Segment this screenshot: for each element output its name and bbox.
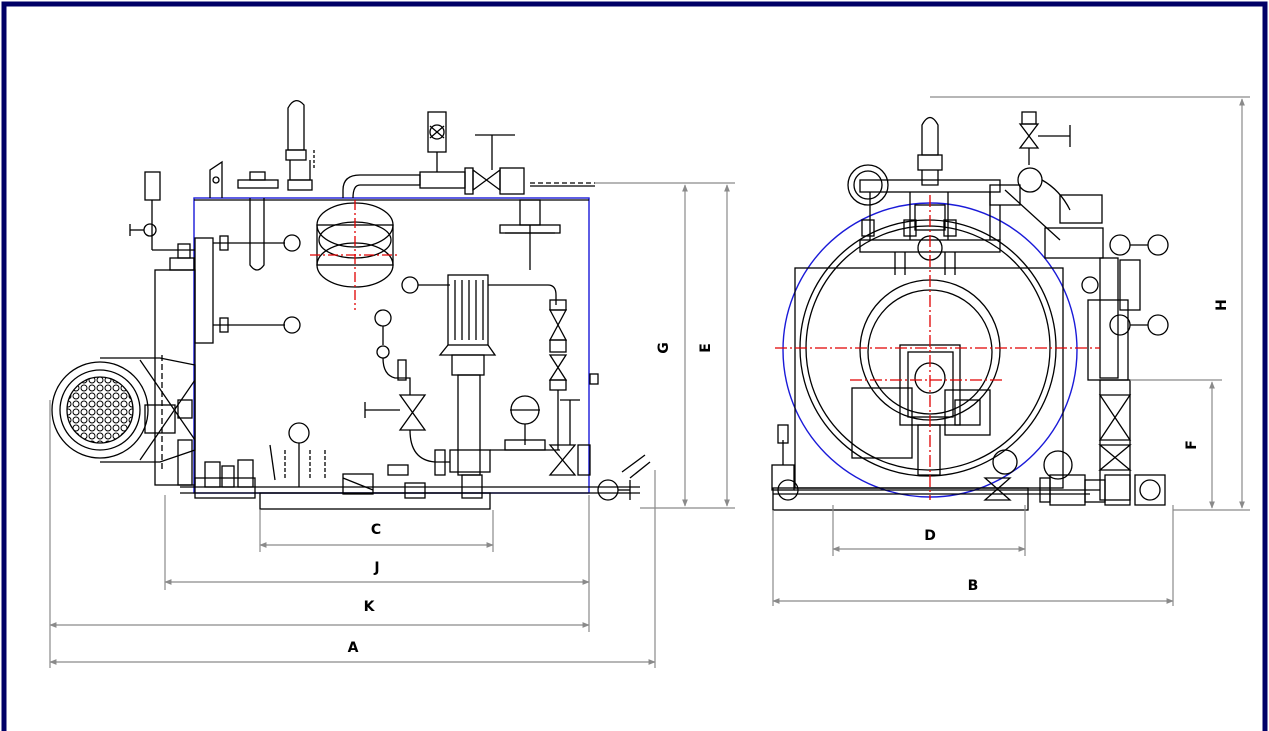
- pressure-gauge-middle: [364, 309, 450, 476]
- steam-outlet: [342, 111, 595, 199]
- dimension-labels: C J K A D B G E H F: [348, 299, 1230, 656]
- level-gauge: [129, 171, 301, 344]
- front-elevation-view: [771, 111, 1169, 511]
- air-vent: [499, 199, 561, 270]
- dim-label-b: B: [968, 578, 979, 594]
- front-base: [771, 424, 1106, 511]
- burner-front: [851, 344, 991, 476]
- pump-valves: [490, 299, 599, 476]
- dim-label-g: G: [656, 342, 672, 354]
- dimension-lines: [49, 96, 1250, 668]
- safety-valve: [285, 100, 315, 191]
- dim-label-a: A: [348, 640, 359, 656]
- burner: [51, 257, 196, 486]
- top-manifold: [847, 116, 1021, 275]
- side-base-frame: [259, 492, 491, 510]
- dim-label-j: J: [373, 560, 379, 576]
- dim-label-k: K: [364, 599, 376, 615]
- front-right-piping: [1044, 194, 1169, 506]
- dim-label-d: D: [924, 528, 936, 544]
- pressure-switch: [237, 171, 279, 271]
- dim-label-h: H: [1214, 299, 1230, 311]
- front-steam-valve: [1004, 111, 1071, 241]
- bottom-fittings: [194, 422, 651, 501]
- lifting-lug: [209, 160, 223, 198]
- feed-pump: [401, 274, 557, 476]
- dim-label-c: C: [371, 522, 381, 538]
- dim-label-e: E: [698, 343, 714, 353]
- side-elevation-view: [51, 100, 651, 510]
- dim-label-f: F: [1184, 440, 1200, 450]
